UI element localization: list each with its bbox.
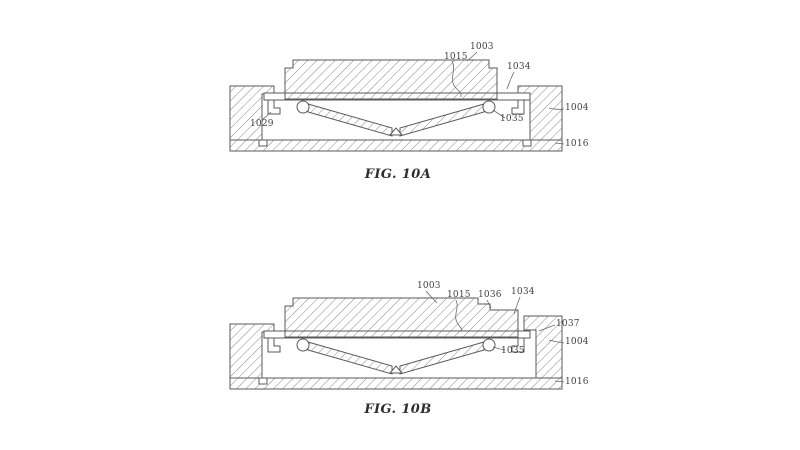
ref-numeral-1029-10a: 1029	[250, 119, 274, 129]
ref-numeral-1035-10a: 1035	[500, 114, 524, 124]
leader-1015-10b	[455, 299, 463, 332]
ref-numeral-1016-10a: 1016	[565, 139, 589, 149]
leader-1004-10a	[548, 107, 565, 110]
roller-right-10a	[482, 100, 496, 114]
leader-1034-10b	[513, 296, 521, 315]
ref-numeral-1004-10b: 1004	[565, 337, 589, 347]
figure-caption-10b: FIG. 10B	[364, 402, 432, 417]
figure-caption-10a: FIG. 10A	[364, 167, 432, 182]
leader-1036-10b	[486, 299, 492, 309]
ref-numeral-1015-10a: 1015	[444, 52, 468, 62]
leader-1015-10a	[451, 60, 462, 98]
roller-left-10b	[296, 338, 310, 352]
leader-1034-10a	[506, 71, 515, 90]
arm-apex-10b	[388, 365, 404, 374]
arm-left-10b	[307, 341, 393, 375]
base-slot-right-10a	[522, 139, 532, 147]
leader-1035-10a	[492, 109, 506, 119]
base-slot-left-10b	[258, 377, 268, 385]
leader-1003-10a	[466, 51, 478, 62]
leader-1004-10b	[548, 339, 565, 344]
base-plate-10a	[229, 139, 563, 152]
arm-right-10a	[399, 103, 485, 137]
ref-numeral-1016-10b: 1016	[565, 377, 589, 387]
clip-right-10b	[511, 337, 525, 353]
ref-numeral-1037-10b: 1037	[556, 319, 580, 329]
fig-10b-drawing	[229, 297, 563, 390]
ref-numeral-1003-10a: 1003	[470, 42, 494, 52]
leader-1016-10a	[554, 142, 565, 145]
leader-lines-10b	[425, 290, 565, 383]
base-slot-left-10a	[258, 139, 268, 147]
roller-right-10b	[482, 338, 496, 352]
leader-1003-10b	[425, 290, 438, 304]
ref-numeral-1034-10b: 1034	[511, 287, 535, 297]
wall-left-10b	[229, 323, 275, 379]
clip-left-10a	[267, 99, 281, 115]
ref-numeral-1035-10b: 1035	[501, 346, 525, 356]
fig-10a-drawing	[229, 59, 563, 152]
roller-left-10a	[296, 100, 310, 114]
ref-numeral-1015-10b: 1015	[447, 290, 471, 300]
ref-numeral-1003-10b: 1003	[417, 281, 441, 291]
wall-left-10a	[229, 85, 275, 141]
leader-lines-10a	[262, 51, 565, 145]
ref-numeral-1036-10b: 1036	[478, 290, 502, 300]
wall-right-10b	[523, 315, 563, 379]
ref-numeral-1034-10a: 1034	[507, 62, 531, 72]
leader-1029-10a	[262, 111, 272, 120]
clip-right-10a	[511, 99, 525, 115]
arm-right-10b	[399, 341, 485, 375]
base-plate-10b	[229, 377, 563, 390]
keycap-10b	[284, 297, 519, 338]
clip-left-10b	[267, 337, 281, 353]
leader-1035-10b	[492, 346, 506, 351]
ref-numeral-1004-10a: 1004	[565, 103, 589, 113]
keycap-10a	[284, 59, 498, 100]
leader-1037-10b	[538, 324, 556, 332]
arm-apex-10a	[388, 127, 404, 136]
leader-1016-10b	[554, 380, 565, 383]
arm-left-10a	[307, 103, 393, 137]
